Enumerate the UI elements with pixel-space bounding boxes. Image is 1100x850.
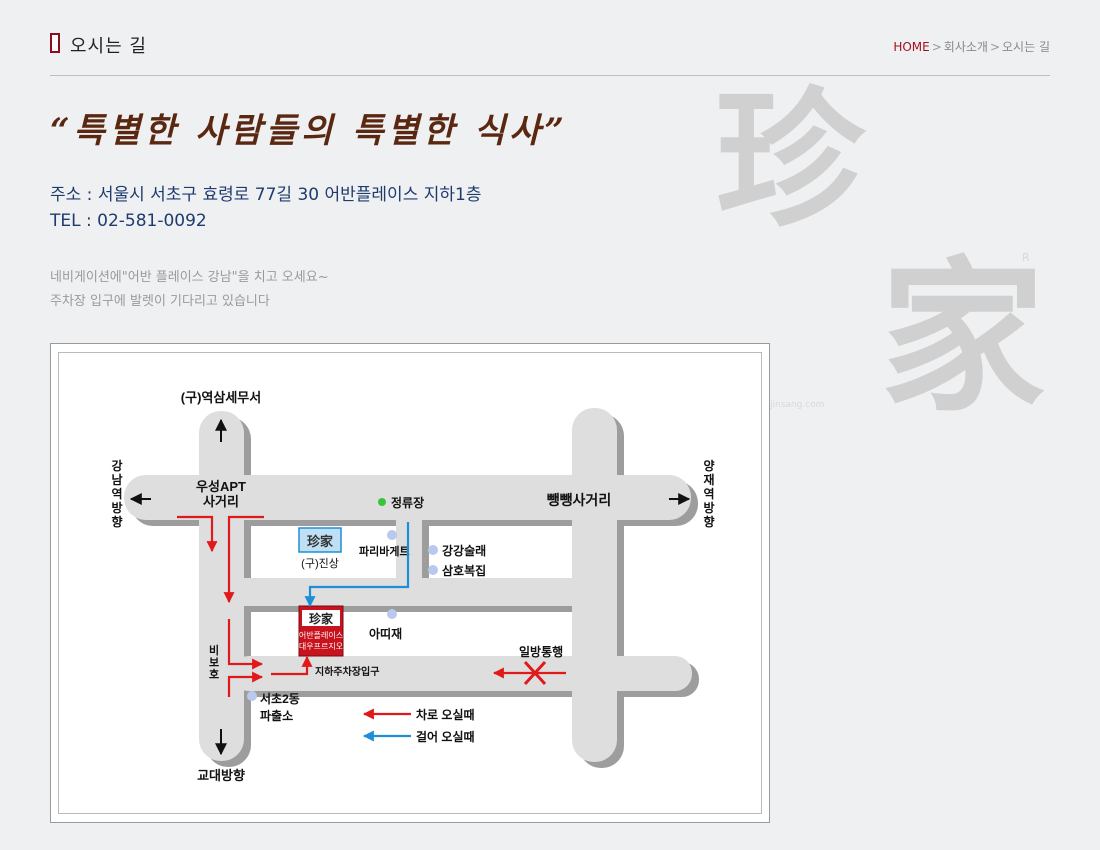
breadcrumb-separator: > [989,40,1001,54]
parking-entrance-label: 지하주차장입구 [315,665,379,678]
south-label: 교대방향 [197,768,245,783]
west-label: 남 [111,472,122,487]
map-drawing: (구)역삼세무서 교대방향 강 남 역 방 향 양 재 역 방 향 우성APT … [111,390,714,783]
paris-label: 파리바게트 [359,544,410,558]
breadcrumb-separator: > [931,40,942,54]
store-logo-bg [302,610,340,626]
bus-stop-label: 정류장 [391,495,424,510]
slogan-heading: “특별한 사람들의 특별한 식사” [50,111,568,151]
tel-line: TEL : 02-581-0092 [50,211,207,231]
bbang-crossroad-label: 뺑뺑사거리 [547,492,611,508]
old-jinsang-label: (구)진상 [301,557,339,570]
woosung-label: 우성APT [196,479,246,494]
title-marker-icon [50,33,60,53]
west-label: 강 [111,459,122,473]
walk-route [304,522,410,608]
apijae-label: 아띠재 [369,626,402,641]
east-label: 방 [703,500,714,515]
navigation-note: 네비게이션에"어반 플레이스 강남"을 치고 오세요~ [50,270,329,285]
biboho-label: 보 [209,656,219,669]
old-jinsang-logo: 珍家 [307,534,334,549]
biboho-label: 호 [209,667,219,681]
east-label: 양 [703,458,714,473]
police-label: 파출소 [260,708,293,723]
bus-stop-icon [378,498,386,506]
gangsul-label: 강강술래 [442,543,486,558]
no-entry-icon [523,660,547,686]
watermark-char-2: 家 [880,240,1045,434]
store-logo: 珍家 [309,611,334,626]
breadcrumb: HOME>회사소개>오시는 길 [893,38,1050,55]
watermark-registered-mark: R [1022,251,1030,264]
page-header: 오시는 길 HOME>회사소개>오시는 길 [50,30,1050,76]
breadcrumb-current: 오시는 길 [1002,40,1050,54]
east-label: 역 [703,486,714,501]
west-label: 향 [111,514,122,529]
watermark-site-text: jinsang.com [770,400,825,410]
biboho-label: 비 [209,643,219,657]
old-jinsang-marker [298,527,342,553]
roads [124,408,692,762]
parking-note: 주차장 입구에 발렛이 기다리고 있습니다 [50,294,270,309]
west-label: 역 [111,486,122,501]
oneway-label: 일방통행 [519,644,563,659]
breadcrumb-section-link[interactable]: 회사소개 [943,40,988,54]
store-name: 대우프르지오 [299,642,343,651]
location-map: (구)역삼세무서 교대방향 강 남 역 방 향 양 재 역 방 향 우성APT … [50,343,770,823]
legend-walk-label: 걸어 오실때 [416,729,475,744]
legend-car-label: 차로 오실때 [416,707,475,722]
page-title: 오시는 길 [70,36,147,57]
east-label: 향 [703,514,714,529]
west-label: 방 [111,500,122,515]
landmark-dots [247,530,438,701]
breadcrumb-home-link[interactable]: HOME [893,40,930,54]
watermark-char-1: 珍 [715,72,866,248]
police-label: 서초2동 [260,691,300,706]
map-border [58,352,762,814]
store-name: 어반플레이스 [299,630,343,640]
east-label: 재 [703,473,714,487]
address-line: 주소 : 서울시 서초구 효령로 77길 30 어반플레이스 지하1층 [50,185,482,205]
woosung-label: 사거리 [203,494,239,509]
samho-label: 삼호복집 [442,563,486,578]
north-label: (구)역삼세무서 [181,390,261,405]
car-routes [177,515,566,697]
